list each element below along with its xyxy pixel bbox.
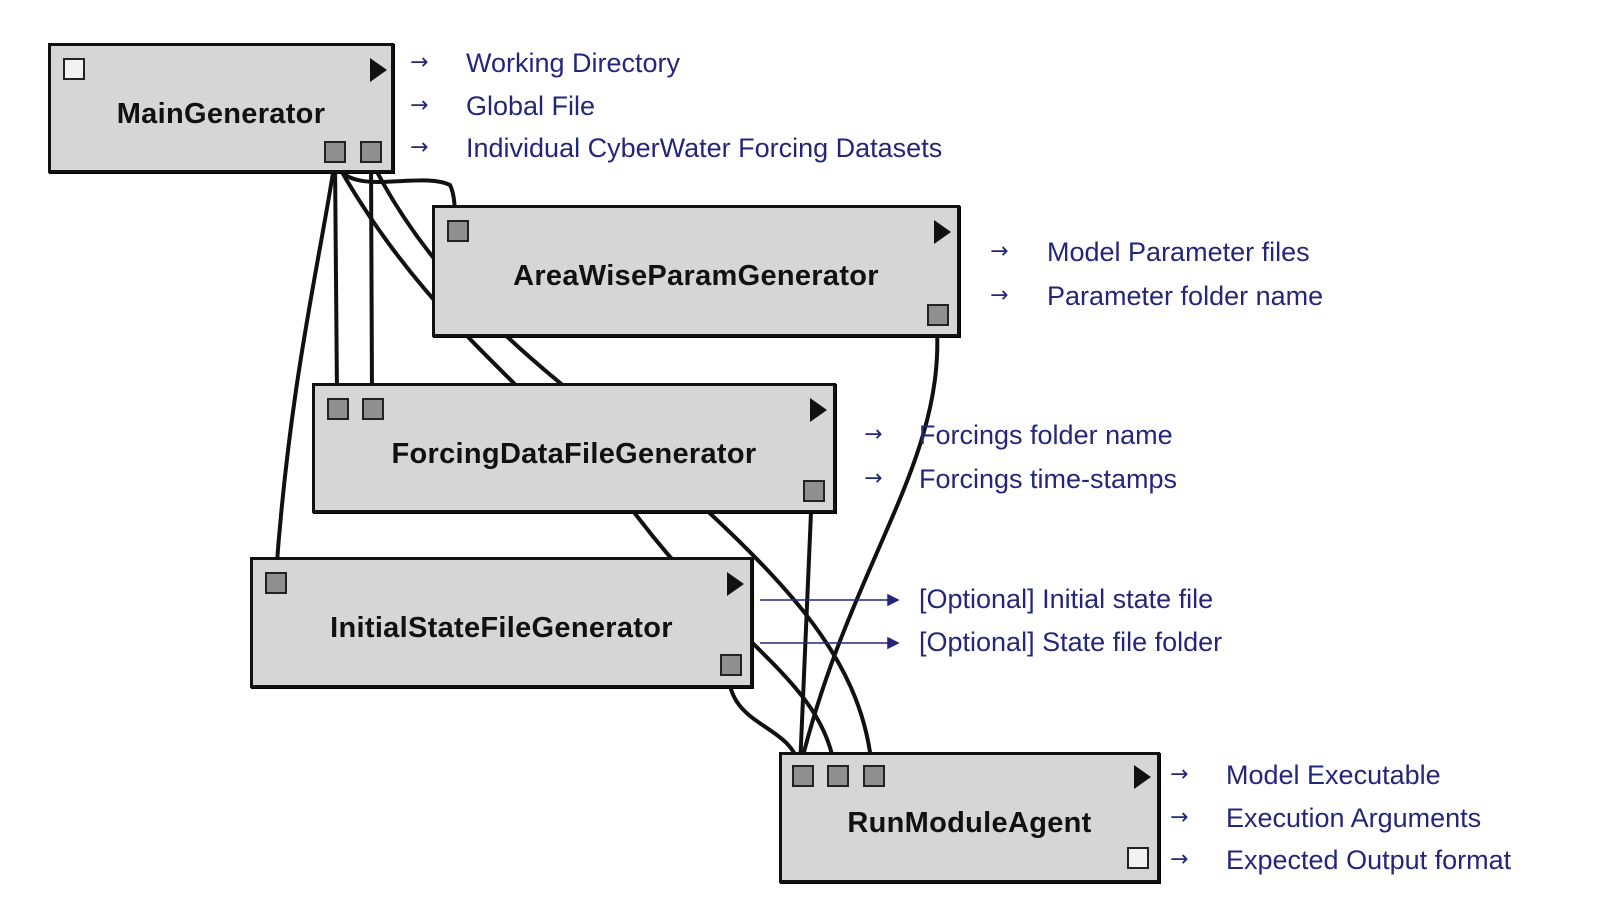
output-port[interactable] — [927, 304, 949, 326]
node-title: AreaWiseParamGenerator — [513, 260, 879, 292]
right-arrow-icon: → — [410, 93, 429, 118]
run-module-agent-node[interactable]: RunModuleAgent — [779, 752, 1160, 883]
area-wise-param-generator-node[interactable]: AreaWiseParamGenerator — [432, 205, 960, 337]
input-port[interactable] — [827, 765, 849, 787]
node-title: RunModuleAgent — [847, 807, 1092, 839]
output-label: [Optional] Initial state file — [919, 584, 1214, 614]
output-port[interactable] — [1127, 847, 1149, 869]
output-label: Forcings folder name — [919, 420, 1173, 450]
play-icon[interactable] — [934, 220, 951, 244]
play-icon[interactable] — [810, 398, 827, 422]
wire-main-to-forcing-2 — [369, 158, 374, 399]
right-arrow-icon: → — [864, 422, 883, 447]
right-arrow-icon: → — [990, 239, 1009, 264]
output-label: Working Directory — [466, 48, 681, 78]
play-icon[interactable] — [370, 58, 387, 82]
wire-areawise-to-run — [798, 313, 940, 770]
node-title: ForcingDataFileGenerator — [391, 438, 757, 470]
wire-main-to-initial — [274, 158, 337, 577]
wire-main-to-forcing-1 — [333, 158, 339, 399]
input-port[interactable] — [63, 58, 85, 80]
node-title: InitialStateFileGenerator — [330, 612, 673, 644]
input-port[interactable] — [265, 572, 287, 594]
right-arrow-icon: → — [1170, 847, 1189, 872]
right-arrow-icon: → — [1170, 805, 1189, 830]
output-label: Forcings time-stamps — [919, 464, 1178, 494]
forcing-data-file-generator-node[interactable]: ForcingDataFileGenerator — [312, 383, 836, 513]
output-label: Expected Output format — [1226, 845, 1512, 875]
input-port[interactable] — [792, 765, 814, 787]
wire-forcing-to-run — [798, 487, 814, 770]
input-port[interactable] — [447, 220, 469, 242]
play-icon[interactable] — [1134, 765, 1151, 789]
right-arrow-icon: → — [864, 466, 883, 491]
output-label: Global File — [466, 91, 596, 121]
main-generator-node[interactable]: MainGenerator — [48, 43, 394, 173]
output-port[interactable] — [360, 141, 382, 163]
input-port[interactable] — [362, 398, 384, 420]
initial-output-arrowhead-2 — [887, 636, 900, 650]
right-arrow-icon: → — [1170, 762, 1189, 787]
initial-output-arrowhead-1 — [887, 593, 900, 607]
output-label: Model Parameter files — [1047, 237, 1310, 267]
output-port[interactable] — [324, 141, 346, 163]
initial-state-file-generator-node[interactable]: InitialStateFileGenerator — [250, 557, 753, 688]
play-icon[interactable] — [727, 572, 744, 596]
output-label: Parameter folder name — [1047, 281, 1324, 311]
output-label: [Optional] State file folder — [919, 627, 1223, 657]
node-title: MainGenerator — [116, 98, 326, 130]
input-port[interactable] — [863, 765, 885, 787]
output-port[interactable] — [803, 480, 825, 502]
output-label: Model Executable — [1226, 760, 1441, 790]
output-label: Execution Arguments — [1226, 803, 1482, 833]
right-arrow-icon: → — [410, 135, 429, 160]
output-label: Individual CyberWater Forcing Datasets — [466, 133, 943, 163]
input-port[interactable] — [327, 398, 349, 420]
output-port[interactable] — [720, 654, 742, 676]
right-arrow-icon: → — [410, 50, 429, 75]
right-arrow-icon: → — [990, 283, 1009, 308]
